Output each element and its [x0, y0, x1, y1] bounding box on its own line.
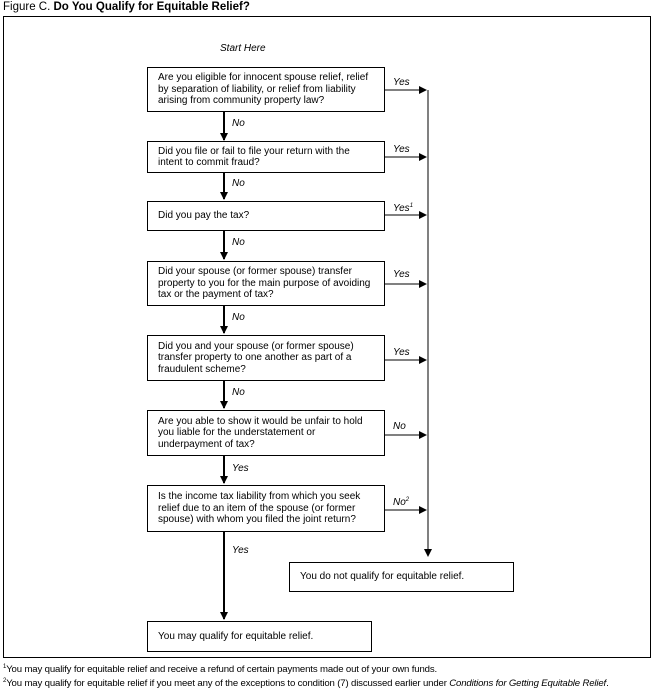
branch-label: Yes	[393, 77, 410, 88]
branch-label: No	[232, 178, 245, 189]
branch-label: Yes1	[393, 203, 414, 214]
footnote-marker: 2	[3, 678, 7, 684]
figure-prefix: Figure C.	[3, 1, 51, 13]
footnote: 2You may qualify for equitable relief if…	[3, 678, 609, 689]
question-box: Are you able to show it would be unfair …	[147, 410, 385, 456]
footnote-text: You may qualify for equitable relief if …	[6, 678, 450, 689]
question-box: Did your spouse (or former spouse) trans…	[147, 261, 385, 306]
footnote-emphasis: Conditions for Getting Equitable Relief	[449, 678, 607, 689]
question-box: Are you eligible for innocent spouse rel…	[147, 67, 385, 112]
branch-label: Yes	[232, 463, 249, 474]
branch-label: Yes	[393, 347, 410, 358]
branch-label: Yes	[393, 269, 410, 280]
footnote-marker: 2	[405, 497, 410, 503]
footnote-text: You may qualify for equitable relief and…	[6, 664, 437, 675]
figure-heading: Do You Qualify for Equitable Relief?	[53, 1, 250, 13]
question-box: Did you and your spouse (or former spous…	[147, 335, 385, 381]
outcome-text: You do not qualify for equitable relief.	[300, 571, 465, 583]
question-box: Is the income tax liability from which y…	[147, 485, 385, 532]
start-label: Start Here	[220, 43, 266, 54]
question-box: Did you pay the tax?	[147, 201, 385, 231]
footnote-end: .	[606, 678, 609, 689]
question-text: Are you eligible for innocent spouse rel…	[158, 72, 369, 107]
flowchart-frame	[3, 16, 651, 658]
branch-label: No	[232, 312, 245, 323]
question-text: Is the income tax liability from which y…	[158, 491, 361, 526]
outcome-may-qualify: You may qualify for equitable relief.	[147, 621, 372, 652]
branch-label: No	[232, 237, 245, 248]
branch-label: Yes	[393, 144, 410, 155]
branch-label: No	[232, 387, 245, 398]
outcome-not-qualify: You do not qualify for equitable relief.	[289, 562, 514, 592]
outcome-text: You may qualify for equitable relief.	[158, 630, 314, 642]
figure-title: Figure C. Do You Qualify for Equitable R…	[3, 1, 250, 13]
footnote: 1You may qualify for equitable relief an…	[3, 664, 437, 675]
question-text: Did you file or fail to file your return…	[158, 145, 350, 169]
branch-label: No	[232, 118, 245, 129]
footnote-marker: 1	[409, 203, 414, 209]
branch-label: No	[393, 421, 406, 432]
footnote-marker: 1	[3, 664, 7, 670]
branch-label: No2	[393, 497, 410, 508]
question-text: Did you and your spouse (or former spous…	[158, 340, 354, 375]
question-box: Did you file or fail to file your return…	[147, 141, 385, 173]
branch-label: Yes	[232, 545, 249, 556]
question-text: Did your spouse (or former spouse) trans…	[158, 266, 371, 301]
question-text: Did you pay the tax?	[158, 210, 250, 222]
question-text: Are you able to show it would be unfair …	[158, 415, 363, 450]
